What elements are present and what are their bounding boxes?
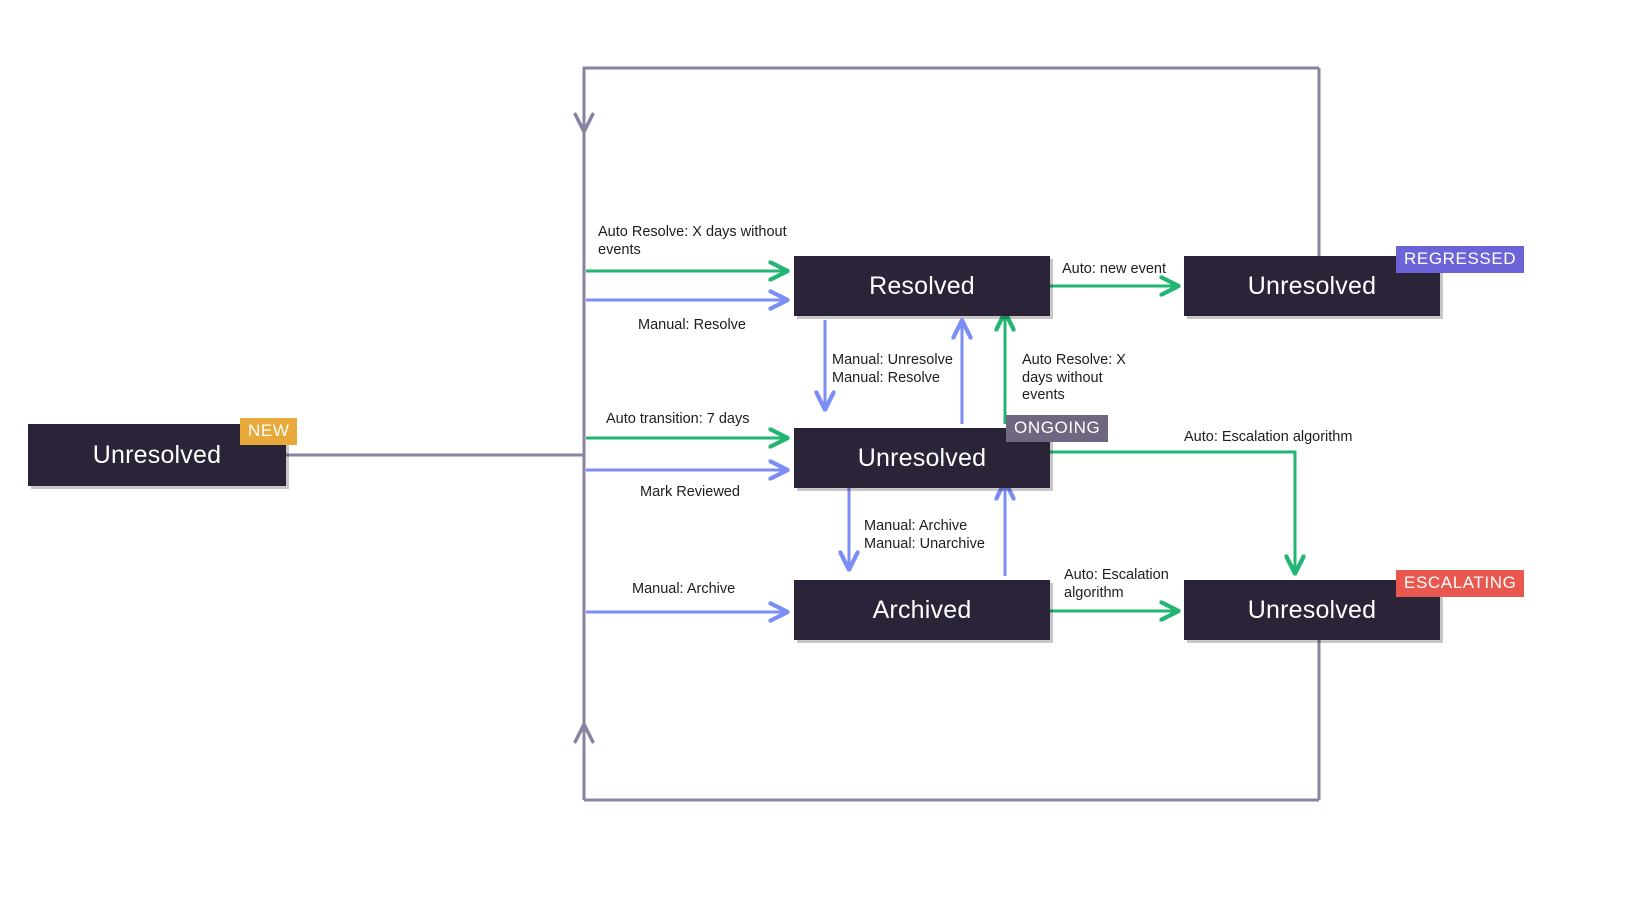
status-badge-escalating: ESCALATING [1396,570,1525,597]
node-unresolved-ongoing[interactable]: Unresolved [794,428,1050,488]
status-badge-new: NEW [240,418,298,445]
edge-ongoing-to-escalating [1050,450,1295,572]
badge-label: REGRESSED [1404,249,1517,268]
edge-label-manual-archive-unarchive: Manual: Archive Manual: Unarchive [864,518,985,552]
edge-label-manual-resolve: Manual: Resolve [638,317,746,333]
node-label: Unresolved [857,443,987,472]
edge-loop-bottom [573,640,1321,802]
edge-label-auto-escalation-algorithm-archived: Auto: Escalation algorithm [1064,567,1169,601]
node-archived[interactable]: Archived [794,580,1050,640]
edge-label-auto-escalation-algorithm-top: Auto: Escalation algorithm [1184,429,1353,445]
node-resolved[interactable]: Resolved [794,256,1050,316]
node-label: Unresolved [92,440,222,469]
node-label: Archived [872,595,972,624]
badge-label: ONGOING [1014,418,1101,437]
status-badge-ongoing: ONGOING [1006,415,1109,442]
edge-label-auto-new-event: Auto: new event [1062,261,1166,277]
edge-label-mark-reviewed: Mark Reviewed [640,484,740,500]
node-label: Resolved [869,271,975,300]
node-label: Unresolved [1247,271,1377,300]
badge-label: ESCALATING [1404,573,1517,592]
edge-label-manual-archive: Manual: Archive [632,581,736,597]
edge-label-auto-resolve-x-days-up: Auto Resolve: X days without events [1022,352,1126,403]
node-unresolved-regressed[interactable]: Unresolved [1184,256,1440,316]
edge-label-auto-resolve-x-days: Auto Resolve: X days without events [598,224,787,258]
status-badge-regressed: REGRESSED [1396,246,1525,273]
badge-label: NEW [248,421,290,440]
edge-label-auto-transition-7-days: Auto transition: 7 days [606,411,750,427]
node-label: Unresolved [1247,595,1377,624]
node-unresolved-new[interactable]: Unresolved [28,424,286,486]
edge-label-manual-unresolve-resolve: Manual: Unresolve Manual: Resolve [832,352,953,386]
